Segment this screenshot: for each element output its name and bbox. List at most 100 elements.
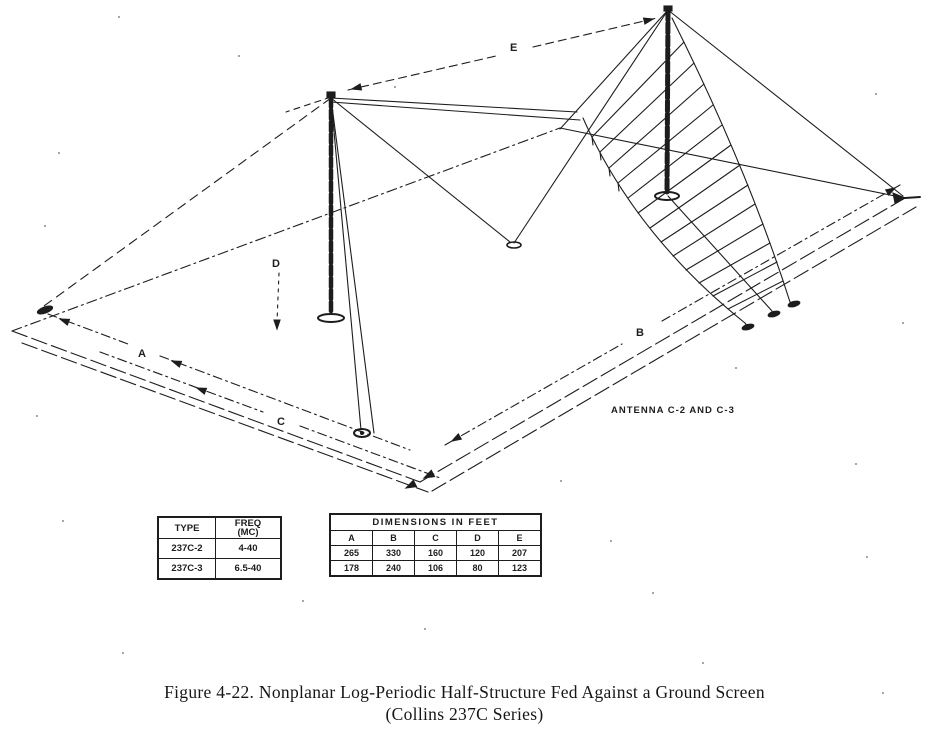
ground-screen-edge-ne: [559, 127, 906, 199]
curtain-rung: [649, 164, 741, 229]
scan-speck: [62, 520, 64, 522]
curtain-rung: [608, 83, 705, 169]
feed-step: [617, 182, 620, 192]
dim-arrow-b-right: [884, 187, 897, 197]
scan-speck: [902, 322, 904, 324]
guy-left-short: [285, 96, 332, 113]
figure-caption-line2: (Collins 237C Series): [385, 704, 544, 724]
feed-line-1: [330, 97, 578, 113]
curtain-rung: [672, 203, 756, 257]
dim-label-d: D: [272, 258, 280, 270]
table-row: 178 240 106 80 123: [329, 560, 542, 577]
guy-left-to-mid-anchor: [330, 97, 511, 243]
dim-line-a2: [159, 355, 411, 451]
guy-left-to-front-anchor-1: [330, 97, 362, 431]
type-freq-table: TYPE FREQ (MC) 237C-2 4-40 237C-3 6.5-40: [157, 516, 282, 580]
corner-arrow-2: [404, 479, 418, 489]
right-tower-mast: [664, 7, 671, 195]
ground-screen-edge-se-inner: [431, 206, 917, 492]
dim-cell: 240: [372, 560, 415, 577]
scan-speck: [866, 556, 868, 558]
dim-cell: 330: [372, 545, 415, 561]
scan-speck: [58, 152, 60, 154]
dim-arrow-c: [195, 387, 208, 395]
corner-arrow-1: [422, 469, 436, 479]
curtain-rung: [698, 242, 771, 284]
col-header: A: [329, 530, 373, 546]
table-header-row: A B C D E: [329, 530, 542, 546]
right-tower-top: [663, 5, 673, 12]
right-tower-backstay: [667, 195, 773, 312]
scan-speck: [118, 16, 120, 18]
curtain-rung: [627, 124, 723, 199]
scan-speck: [36, 415, 38, 417]
dim-cell: 106: [414, 560, 457, 577]
curtain-rung: [599, 62, 695, 153]
guy-right-to-north-corner: [559, 9, 669, 130]
left-tower-base: [317, 313, 345, 323]
scan-speck: [394, 86, 396, 88]
feed-step: [599, 151, 602, 161]
dimensions-table-title: DIMENSIONS IN FEET: [329, 513, 542, 531]
freq-header-line1: FREQ: [234, 518, 262, 529]
east-anchor-stem: [904, 196, 921, 199]
scan-speck: [560, 480, 562, 482]
dim-label-a: A: [138, 348, 146, 360]
figure-caption-line1: Figure 4-22. Nonplanar Log-Periodic Half…: [164, 682, 765, 702]
type-cell: 237C-3: [157, 558, 216, 580]
curtain-anchor-3: [787, 300, 801, 308]
ground-screen-edge-ws-inner: [21, 342, 429, 493]
guy-right-to-east-anchor: [667, 9, 904, 197]
antenna-annotation: ANTENNA C-2 AND C-3: [611, 405, 735, 416]
dim-cell: 207: [498, 545, 542, 561]
scan-speck: [652, 592, 654, 594]
col-header: E: [498, 530, 542, 546]
curtain-anchor-2: [767, 310, 781, 318]
dim-line-d: [276, 272, 280, 323]
west-anchor: [36, 305, 54, 315]
dim-label-c: C: [277, 416, 285, 428]
dim-line-e: [347, 55, 497, 91]
dim-line-b: [444, 343, 623, 446]
dim-cell: 265: [329, 545, 373, 561]
scan-speck: [855, 463, 857, 465]
curtain-rung: [685, 223, 764, 271]
curtain-rung: [660, 184, 749, 243]
scan-speck: [735, 367, 737, 369]
scan-speck: [882, 692, 884, 694]
scan-speck: [302, 600, 304, 602]
table-row: 237C-3 6.5-40: [157, 558, 282, 580]
scan-speck: [610, 540, 612, 542]
freq-cell: 4-40: [215, 538, 282, 559]
guy-left-to-front-anchor-2: [330, 97, 375, 434]
feed-line-2: [330, 101, 581, 121]
dim-arrow-a-mid: [170, 360, 183, 368]
curtain-rung: [712, 261, 778, 297]
dim-label-b: B: [636, 327, 644, 339]
col-header: D: [456, 530, 499, 546]
ground-screen-edge-se: [419, 197, 906, 483]
type-cell: 237C-2: [157, 538, 216, 559]
guy-left-to-west-anchor: [43, 97, 332, 307]
table-row: 237C-2 4-40: [157, 538, 282, 559]
dim-line-c2: [299, 425, 441, 479]
curtain-anchor-1: [741, 323, 755, 331]
curtain-rung: [617, 104, 714, 184]
scan-speck: [44, 225, 46, 227]
feed-step: [591, 136, 594, 146]
curtain-rung: [591, 41, 685, 138]
scan-speck: [875, 93, 877, 95]
scan-speck: [238, 55, 240, 57]
front-anchor: [353, 428, 371, 438]
dim-label-e: E: [510, 42, 517, 54]
dim-cell: 178: [329, 560, 373, 577]
dim-arrow-b-left: [450, 432, 463, 442]
guy-right-to-mid-anchor: [513, 9, 669, 244]
scan-speck: [122, 652, 124, 654]
col-header: C: [414, 530, 457, 546]
dim-cell: 160: [414, 545, 457, 561]
east-anchor: [892, 192, 907, 204]
dim-arrow-a: [58, 318, 71, 326]
